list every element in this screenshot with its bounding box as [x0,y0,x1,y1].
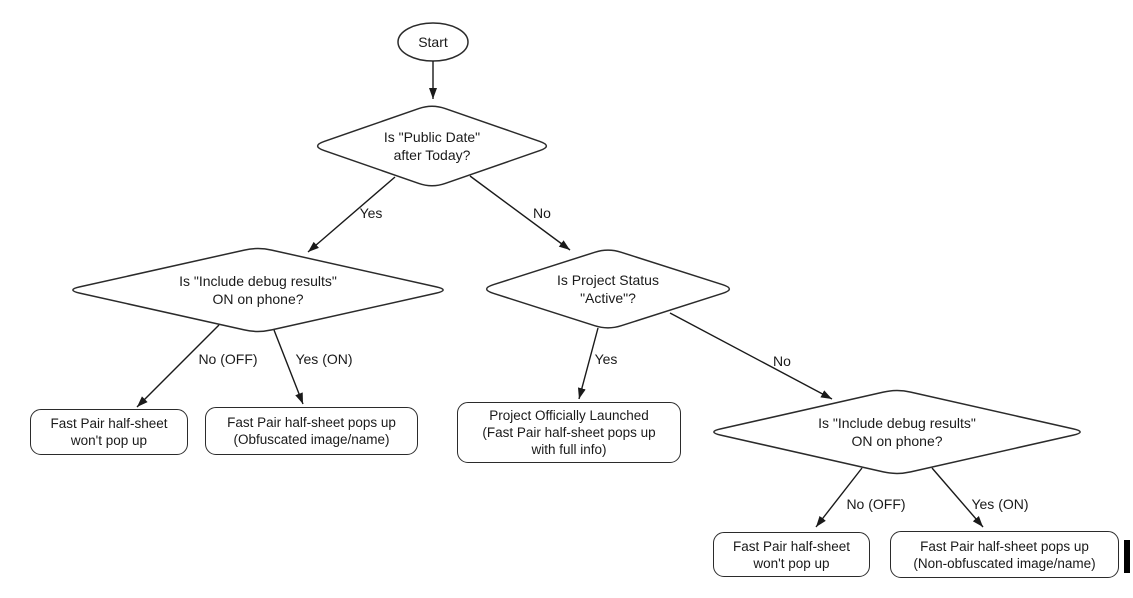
edge-debug-left-no [136,324,220,408]
start-node-label: Start [418,34,448,50]
decision-public-date-label: Is "Public Date" after Today? [383,129,481,163]
decision-debug-left-shape [72,247,444,333]
decision-project-status-label: Is Project Status "Active"? [557,272,659,306]
edge-label-debug-right-yes: Yes (ON) [971,496,1029,512]
edge-label-public-date-yes: Yes [359,205,383,221]
decision-debug-right-shape [713,389,1081,475]
edge-public-date-yes [307,176,396,253]
edge-debug-left-yes [273,329,304,405]
edge-status-yes [577,327,599,400]
decision-public-date-shape [316,105,548,187]
edge-label-public-date-no: No [533,205,551,221]
result-obfuscated-box: Fast Pair half-sheet pops up (Obfuscated… [205,407,418,455]
edge-public-date-no [469,175,571,251]
result-non-obfuscated-box: Fast Pair half-sheet pops up (Non-obfusc… [890,531,1119,578]
edge-label-status-yes: Yes [594,351,618,367]
result-no-popup-left-box: Fast Pair half-sheet won't pop up [30,409,188,455]
result-launched-box: Project Officially Launched (Fast Pair h… [457,402,681,463]
edge-label-status-no: No [773,353,791,369]
decision-debug-left-label: Is "Include debug results" ON on phone? [179,273,337,307]
result-no-popup-right-box: Fast Pair half-sheet won't pop up [713,532,870,577]
edge-status-no [669,312,833,400]
edge-label-debug-left-yes: Yes (ON) [295,351,353,367]
text-cursor [1124,540,1130,573]
decision-debug-right-label: Is "Include debug results" ON on phone? [818,415,976,449]
decision-project-status-shape [485,249,731,329]
edge-debug-right-no [815,467,863,528]
edge-debug-right-yes [931,467,984,528]
edge-label-debug-right-no: No (OFF) [846,496,906,512]
edge-label-debug-left-no: No (OFF) [198,351,258,367]
